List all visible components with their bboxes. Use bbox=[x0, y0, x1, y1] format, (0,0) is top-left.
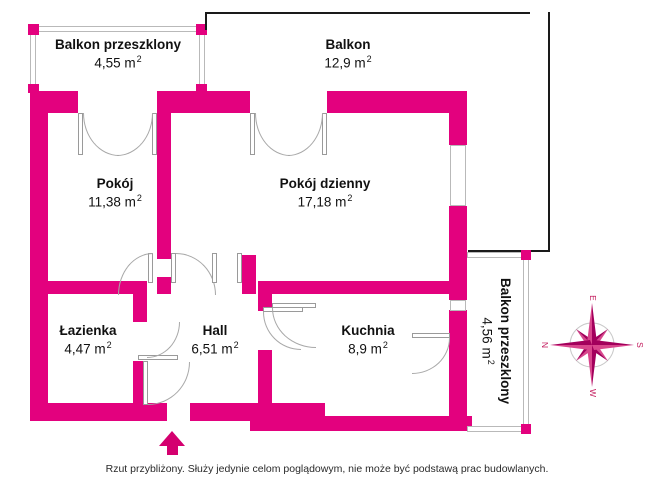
room-area: 4,56 m2 bbox=[479, 317, 497, 365]
door-frame-salon-hall-left bbox=[212, 253, 217, 283]
room-name: Balkon przeszklony bbox=[498, 278, 514, 405]
balcony-outline-right bbox=[548, 12, 550, 252]
room-area: 6,51 m2 bbox=[191, 339, 239, 357]
balcony-post-bottom-right bbox=[196, 84, 207, 93]
compass-label-east: E bbox=[588, 295, 598, 301]
room-label-kuchnia: Kuchnia 8,9 m2 bbox=[318, 322, 418, 358]
wall-partition-hall-top-stub bbox=[157, 277, 171, 294]
door-arc-pokoj-balcony-right bbox=[117, 113, 153, 156]
door-arc-salon-hall bbox=[176, 253, 216, 295]
room-name: Balkon przeszklony bbox=[54, 37, 182, 52]
wall-partition-lazienka-hall-upper bbox=[133, 281, 147, 322]
room-area: 12,9 m2 bbox=[324, 53, 372, 71]
compass-label-north: N bbox=[540, 341, 550, 349]
room-name: Balkon bbox=[325, 37, 371, 52]
room-label-balkon-przeszklony-right: Balkon przeszklony 4,56 m2 bbox=[478, 256, 514, 426]
room-area: 17,18 m2 bbox=[297, 192, 353, 210]
door-arc-salon-balcony-left bbox=[255, 113, 290, 156]
compass-rose-icon bbox=[550, 303, 634, 387]
room-name: Pokój dzienny bbox=[279, 176, 371, 191]
room-label-pokoj-dzienny: Pokój dzienny 17,18 m2 bbox=[255, 175, 395, 211]
room-name: Hall bbox=[202, 323, 228, 338]
balcony-outline-bottom bbox=[468, 250, 550, 252]
room-label-hall: Hall 6,51 m2 bbox=[175, 322, 255, 358]
wall-bottom-exterior-right bbox=[250, 416, 472, 431]
door-frame-pokoj-balcony-left bbox=[78, 113, 83, 155]
door-arc-entrance bbox=[148, 362, 190, 405]
wall-right-kitchen-lower bbox=[449, 310, 467, 420]
wall-partition-hall-kuchnia-lower bbox=[258, 350, 272, 416]
room-label-lazienka: Łazienka 4,47 m2 bbox=[40, 322, 136, 358]
arrow-stem bbox=[166, 445, 178, 455]
right-balcony-railing-bottom bbox=[467, 426, 529, 432]
right-balcony-post-top bbox=[521, 250, 531, 260]
room-area: 4,47 m2 bbox=[64, 339, 112, 357]
wall-left-exterior bbox=[30, 91, 48, 421]
door-frame-salon-balcony-left bbox=[250, 113, 255, 155]
room-area: 11,38 m2 bbox=[88, 192, 142, 210]
room-area: 4,55 m2 bbox=[94, 53, 142, 71]
balcony-post-top-left bbox=[28, 24, 39, 35]
arrow-head-icon bbox=[159, 431, 185, 446]
door-frame-salon-hall-right bbox=[237, 253, 242, 283]
disclaimer-note: Rzut przybliżony. Służy jedynie celom po… bbox=[105, 463, 549, 475]
wall-partition-hall-kuchnia-upper bbox=[258, 281, 272, 311]
room-name: Pokój bbox=[96, 176, 134, 191]
balcony-outline-left bbox=[205, 12, 207, 30]
balcony-post-top-right bbox=[196, 24, 207, 35]
compass-rose: E S W N bbox=[540, 295, 645, 397]
compass-label-west: W bbox=[588, 388, 598, 398]
wall-right-middle bbox=[449, 206, 467, 252]
balcony-outline-top bbox=[205, 12, 530, 14]
room-label-pokoj: Pokój 11,38 m2 bbox=[60, 175, 170, 211]
wall-partition-kuchnia-top bbox=[258, 281, 467, 294]
door-frame-pokoj-balcony-right bbox=[152, 113, 157, 155]
right-balcony-post-bottom bbox=[521, 424, 531, 434]
window-right-kitchen bbox=[450, 300, 466, 311]
room-name: Kuchnia bbox=[341, 323, 395, 338]
compass-label-south: S bbox=[635, 342, 645, 348]
wall-partition-pokoj-salon bbox=[157, 91, 171, 259]
window-right-living-room bbox=[450, 145, 466, 206]
door-frame-salon-balcony-right bbox=[322, 113, 327, 155]
room-area: 8,9 m2 bbox=[348, 339, 388, 357]
door-arc-salon-balcony-right bbox=[288, 113, 323, 156]
wall-partition-salon-hall-stub bbox=[242, 255, 256, 294]
wall-right-upper bbox=[449, 91, 467, 145]
wall-top-middle-segment bbox=[157, 91, 250, 113]
room-label-balkon-przeszklony-top: Balkon przeszklony 4,55 m2 bbox=[36, 36, 200, 72]
wall-top-right-segment bbox=[327, 91, 467, 113]
door-arc-pokoj-balcony-left bbox=[83, 113, 119, 156]
right-balcony-railing-right bbox=[523, 252, 529, 432]
balcony-railing-top-left bbox=[30, 26, 205, 32]
room-label-balkon: Balkon 12,9 m2 bbox=[288, 36, 408, 72]
room-name: Łazienka bbox=[59, 323, 117, 338]
wall-bottom-exterior-left bbox=[30, 403, 167, 421]
balcony-post-bottom-left bbox=[28, 84, 39, 93]
